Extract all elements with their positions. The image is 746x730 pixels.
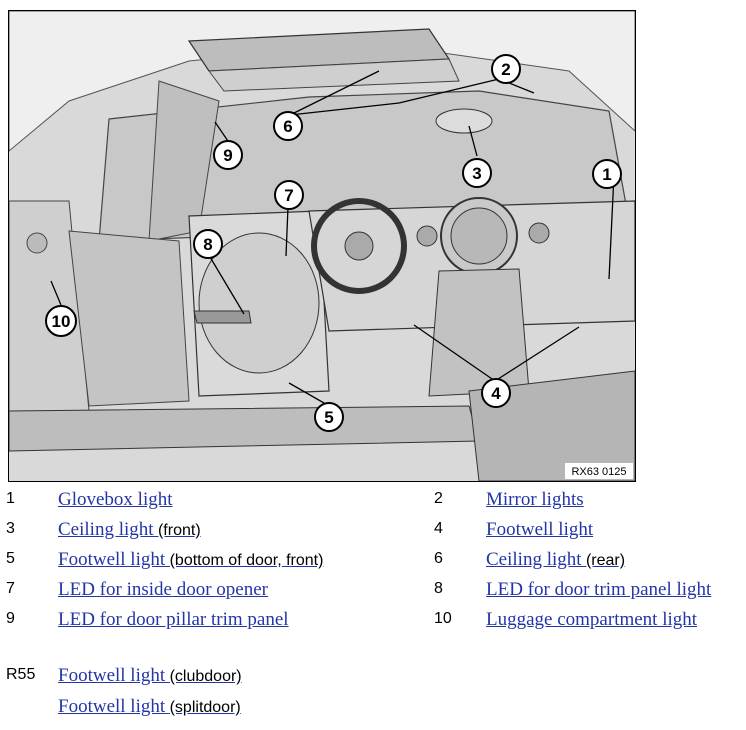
callout-8: 8 (203, 235, 212, 254)
callout-9: 9 (223, 146, 232, 165)
car-interior-illustration: 1 2 3 4 5 6 7 8 9 10 RX63 0125 (8, 10, 636, 482)
callout-6: 6 (283, 117, 292, 136)
legend-num: 7 (6, 580, 15, 597)
variant-link-clubdoor[interactable]: Footwell light (clubdoor) (58, 665, 242, 686)
legend-num: 3 (6, 520, 15, 537)
legend-link-glovebox-light[interactable]: Glovebox light (58, 489, 173, 510)
legend-link-ceiling-light-front[interactable]: Ceiling light (front) (58, 519, 201, 540)
legend-link-led-door-trim[interactable]: LED for door trim panel light (486, 579, 712, 600)
legend-num: 10 (434, 610, 452, 627)
legend-link-luggage-light[interactable]: Luggage compartment light (486, 609, 698, 630)
callout-4: 4 (491, 384, 501, 403)
legend-num: 1 (6, 490, 15, 507)
callout-10: 10 (52, 312, 71, 331)
legend-num: 4 (434, 520, 443, 537)
legend-link-footwell-light-door[interactable]: Footwell light (bottom of door, front) (58, 549, 324, 570)
callout-5: 5 (324, 408, 333, 427)
interior-line-drawing: 1 2 3 4 5 6 7 8 9 10 RX63 0125 (9, 11, 635, 481)
variant-link-splitdoor[interactable]: Footwell light (splitdoor) (58, 696, 241, 717)
legend-num: 2 (434, 490, 443, 507)
callout-1: 1 (602, 165, 611, 184)
legend-link-footwell-light[interactable]: Footwell light (486, 519, 594, 540)
legend-link-led-pillar-trim[interactable]: LED for door pillar trim panel (58, 609, 289, 630)
legend-num: 6 (434, 550, 443, 567)
figure-code: RX63 0125 (571, 466, 626, 478)
legend-link-ceiling-light-rear[interactable]: Ceiling light (rear) (486, 549, 626, 570)
legend-link-led-door-opener[interactable]: LED for inside door opener (58, 579, 268, 600)
callout-7: 7 (284, 186, 293, 205)
legend-num: 5 (6, 550, 15, 567)
variant-label: R55 (6, 666, 36, 683)
callout-2: 2 (501, 60, 510, 79)
legend-link-mirror-lights[interactable]: Mirror lights (486, 489, 584, 510)
legend-num: 8 (434, 580, 443, 597)
callout-3: 3 (472, 164, 481, 183)
legend-num: 9 (6, 610, 15, 627)
